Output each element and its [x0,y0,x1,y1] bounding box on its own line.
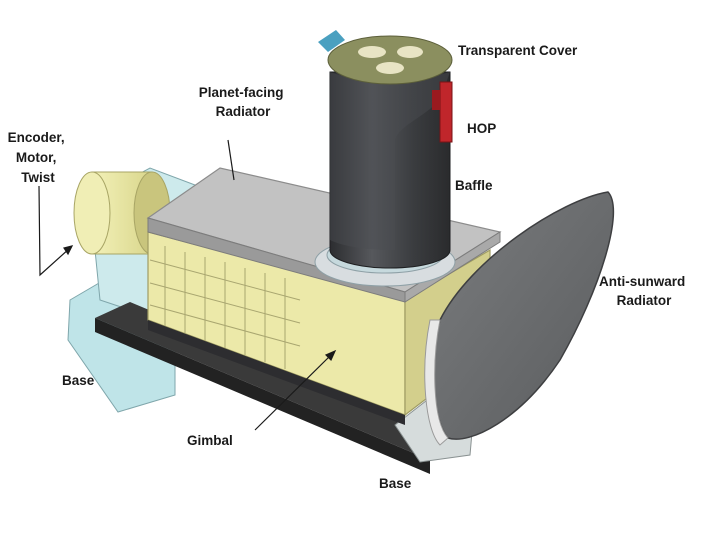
label-gimbal: Gimbal [187,433,233,448]
gimbal-arrowhead [324,349,337,362]
transparent-cover [318,30,453,85]
label-encoder-motor-twist: Encoder, Motor, Twist [8,130,69,185]
label-anti-sunward-line2: Radiator [617,293,673,308]
label-anti-sunward-line1: Anti-sunward [599,274,685,289]
gimbal-leader [254,353,333,431]
encoder-motor-cylinder [73,171,171,255]
label-base-left: Base [62,373,95,388]
label-planet-facing-radiator: Planet-facing Radiator [199,85,288,119]
leader-lines [38,139,337,431]
label-encoder-line3: Twist [21,170,55,185]
label-transparent-cover: Transparent Cover [458,43,578,58]
anti-sunward-radiator [424,191,615,446]
radiator-leader [227,139,235,181]
label-baffle: Baffle [455,178,493,193]
label-encoder-line1: Encoder, [8,130,65,145]
encoder-leader [38,185,71,277]
hop-component [432,81,453,143]
label-planet-facing-line2: Radiator [216,104,272,119]
encoder-arrowhead [63,245,74,256]
label-encoder-line2: Motor, [16,150,57,165]
label-planet-facing-line1: Planet-facing [199,85,284,100]
label-anti-sunward-radiator: Anti-sunward Radiator [599,274,689,308]
label-base-bottom: Base [379,476,412,491]
baffle-cylinder [329,71,451,269]
label-hop: HOP [467,121,496,136]
